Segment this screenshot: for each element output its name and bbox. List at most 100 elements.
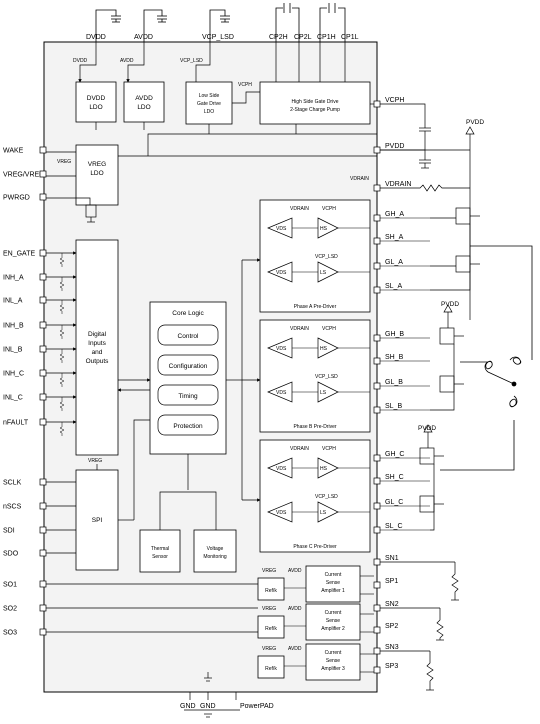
right-pin-pad-gl-a bbox=[373, 262, 381, 270]
vcph-label: VCPH bbox=[322, 326, 336, 332]
phase-title: Phase B Pre-Driver bbox=[293, 424, 336, 430]
right-pin-pad-sn1 bbox=[373, 558, 381, 566]
left-pin-label-inh-a: INH_A bbox=[3, 275, 24, 282]
pin-gnd-2: GND bbox=[200, 703, 216, 710]
vdrain-inner-label: VDRAIN bbox=[350, 176, 369, 182]
right-pin-label-gh-a: GH_A bbox=[385, 211, 404, 218]
sense-resistor-2 bbox=[426, 651, 434, 690]
vdrain-label: VDRAIN bbox=[290, 446, 309, 452]
refk-vreg-label: VREG bbox=[262, 606, 276, 612]
lsgd-ldo-line2: Gate Drive bbox=[197, 101, 221, 107]
right-pin-pad-sh-a bbox=[373, 237, 381, 245]
vcp-lsd-label: VCP_LSD bbox=[315, 494, 338, 500]
left-pin-pad-inh-c bbox=[39, 369, 47, 377]
mosfet bbox=[455, 255, 471, 273]
dio-line3: and bbox=[92, 349, 103, 356]
driver-label-hs: HS bbox=[320, 346, 328, 352]
left-pin-label-sdo: SDO bbox=[3, 551, 19, 558]
right-pin-pad-sl-c bbox=[373, 526, 381, 534]
left-pin-pad-inl-a bbox=[39, 296, 47, 304]
vds-label-ls: VDS bbox=[276, 390, 287, 396]
lsgd-ldo-line1: Low Side bbox=[199, 93, 220, 99]
left-pin-label-vreg-vref: VREG/VREF bbox=[3, 172, 43, 179]
right-pin-label-gl-b: GL_B bbox=[385, 379, 403, 386]
pin-cp2l: CP2L bbox=[294, 34, 312, 41]
left-pin-pad-inl-c bbox=[39, 393, 47, 401]
slc-wire bbox=[430, 464, 435, 531]
driver-label-hs: HS bbox=[320, 466, 328, 472]
pin-vcp-lsd: VCP_LSD bbox=[202, 34, 234, 41]
left-pin-label-so3: SO3 bbox=[3, 630, 17, 637]
vreg-ldo-block bbox=[75, 144, 119, 206]
right-pin-label-sl-c: SL_C bbox=[385, 523, 403, 530]
left-pin-pad-wake bbox=[39, 146, 47, 154]
voltage-line2: Monitoring bbox=[203, 554, 227, 560]
left-pin-pad-inh-a bbox=[39, 273, 47, 281]
thermal-line1: Thermal bbox=[151, 546, 169, 552]
left-pin-pad-en-gate bbox=[39, 249, 47, 257]
thermal-line2: Sensor bbox=[152, 554, 168, 560]
phase-box bbox=[259, 199, 371, 313]
right-pin-label-pvdd: PVDD bbox=[385, 143, 404, 150]
phase-box bbox=[259, 319, 371, 433]
hsgd-line2: 2-Stage Charge Pump bbox=[290, 107, 340, 113]
right-pin-label-gl-a: GL_A bbox=[385, 259, 403, 266]
csa-line-1: Sense bbox=[326, 618, 340, 624]
right-pin-pad-vcph bbox=[373, 100, 381, 108]
dio-line2: Inputs bbox=[88, 340, 106, 347]
core-logic-title: Core Logic bbox=[172, 310, 204, 317]
pulldown-resistor-inh-b bbox=[59, 325, 65, 339]
right-pin-pad-sn2 bbox=[373, 604, 381, 612]
lsgd-ldo-line3: LDO bbox=[204, 109, 214, 115]
high-side-charge-pump-block bbox=[259, 81, 371, 125]
refk-label: Ref/k bbox=[265, 626, 277, 632]
refk-box bbox=[257, 655, 285, 679]
driver-label-hs: HS bbox=[320, 226, 328, 232]
thermal-sensor-block bbox=[139, 529, 181, 573]
csa-line-2: Amplifier 2 bbox=[321, 626, 345, 632]
mosfet bbox=[439, 375, 455, 393]
right-pin-label-sp2: SP2 bbox=[385, 623, 398, 630]
vdrain-label: VDRAIN bbox=[290, 326, 309, 332]
csa-line-0: Current bbox=[325, 610, 342, 616]
left-pin-label-nscs: nSCS bbox=[3, 504, 22, 511]
refk-vreg-label: VREG bbox=[262, 568, 276, 574]
pin-gnd-1: GND bbox=[180, 703, 196, 710]
vcph-label: VCPH bbox=[322, 446, 336, 452]
right-pin-label-sn1: SN1 bbox=[385, 555, 399, 562]
pulldown-resistor-inl-c bbox=[59, 397, 65, 411]
left-pin-label-inl-a: INL_A bbox=[3, 298, 23, 305]
left-pin-label-sdi: SDI bbox=[3, 528, 15, 535]
right-pin-pad-sl-b bbox=[373, 406, 381, 414]
right-pin-label-sl-a: SL_A bbox=[385, 283, 402, 290]
right-pin-label-vcph: VCPH bbox=[385, 97, 404, 104]
phase-title: Phase C Pre-Driver bbox=[293, 544, 337, 550]
left-pin-pad-nscs bbox=[39, 502, 47, 510]
phase-predriver-2: Phase C Pre-Driver VDRAIN VCPH VCP_LSD VDS HS… bbox=[259, 439, 371, 553]
refk-box bbox=[257, 615, 285, 639]
pulldown-resistor-inl-a bbox=[59, 300, 65, 314]
core-item-box-3 bbox=[157, 414, 219, 436]
pin-cp1h: CP1H bbox=[317, 34, 336, 41]
dvdd-ldo-block bbox=[75, 81, 117, 123]
left-pin-label-inh-c: INH_C bbox=[3, 371, 24, 378]
right-pin-label-sh-c: SH_C bbox=[385, 474, 404, 481]
right-pin-label-gh-c: GH_C bbox=[385, 451, 404, 458]
vds-label-hs: VDS bbox=[276, 466, 287, 472]
phase-box bbox=[259, 439, 371, 553]
left-pin-pad-so2 bbox=[39, 604, 47, 612]
right-pin-label-vdrain: VDRAIN bbox=[385, 181, 411, 188]
pin-dvdd: DVDD bbox=[86, 34, 106, 41]
csa-line-2: Amplifier 3 bbox=[321, 666, 345, 672]
core-item-label-timing: Timing bbox=[178, 393, 198, 400]
mosfet bbox=[455, 207, 471, 225]
refk-box bbox=[257, 577, 285, 601]
sense-resistor-1 bbox=[436, 608, 444, 640]
csa-box bbox=[305, 643, 361, 681]
dio-line4: Outputs bbox=[86, 358, 110, 365]
left-pin-pad-sclk bbox=[39, 478, 47, 486]
